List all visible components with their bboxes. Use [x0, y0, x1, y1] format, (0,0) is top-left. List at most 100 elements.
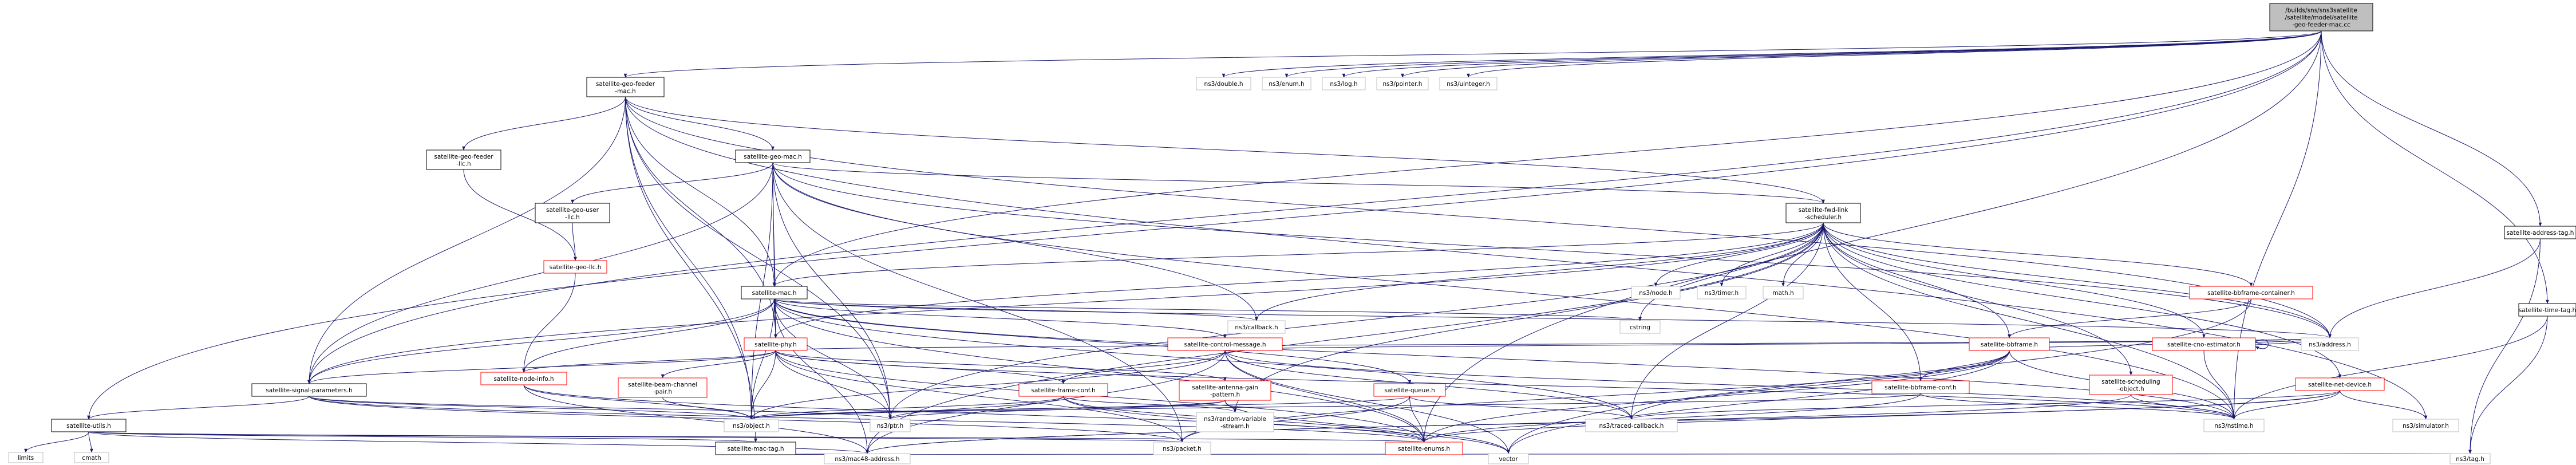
node-antenna_gain[interactable]: satellite-antenna-gain-pattern.h — [1179, 380, 1271, 401]
edge-fwd_link-to-signal_params — [307, 222, 1824, 384]
node-box — [74, 452, 109, 463]
edge-mac_h-to-callback — [774, 298, 1258, 321]
node-node_info[interactable]: satellite-node-info.h — [480, 372, 567, 385]
node-beam_channel[interactable]: satellite-beam-channel-pair.h — [618, 377, 708, 398]
node-queue[interactable]: satellite-queue.h — [1373, 383, 1446, 397]
node-box — [715, 442, 796, 455]
node-root[interactable]: /builds/sns/sns3satellite/satellite/mode… — [2269, 3, 2373, 31]
node-label-line: ns3/timer.h — [1705, 290, 1739, 297]
node-box — [741, 286, 808, 300]
node-utils[interactable]: satellite-utils.h — [51, 419, 127, 432]
node-time_tag[interactable]: satellite-time-tag.h — [2518, 303, 2576, 317]
edge-bbframe_conf-to-object — [750, 393, 1921, 420]
node-label-line: satellite-address-tag.h — [2507, 230, 2574, 237]
node-label-line: satellite-mac-tag.h — [727, 446, 784, 452]
edge-root-to-signal_params — [307, 30, 2322, 384]
node-label-line: -llc.h — [565, 214, 579, 220]
node-box — [618, 377, 708, 398]
edge-mac_h-to-address — [774, 298, 2332, 338]
node-box — [2518, 303, 2576, 317]
edge-mac_h-to-enums — [774, 298, 1426, 443]
node-label-line: satellite-geo-feeder — [434, 153, 493, 160]
edge-geo_feeder_mac_h-to-geo_feeder_llc — [462, 96, 626, 151]
node-signal_params[interactable]: satellite-signal-parameters.h — [251, 383, 367, 397]
node-geo_llc[interactable]: satellite-geo-llc.h — [543, 260, 607, 274]
node-geo_feeder_mac_h[interactable]: satellite-geo-feeder-mac.h — [586, 77, 665, 97]
edge-fwd_link-to-nstime — [1823, 222, 2236, 420]
node-box — [251, 383, 367, 397]
edge-scheduling_obj-to-nstime — [2131, 394, 2236, 420]
node-box — [1785, 203, 1861, 223]
node-label-line: ns3/log.h — [1330, 81, 1357, 88]
edge-frame_conf-to-random_var — [1063, 396, 1237, 413]
edge-bbframe-to-enums — [1422, 350, 2010, 443]
node-label-line: /satellite/model/satellite — [2285, 14, 2358, 21]
node-label-line: ns3/enum.h — [1269, 81, 1304, 88]
edge-root-to-geo_feeder_mac_h — [624, 30, 2322, 78]
node-mac_tag[interactable]: satellite-mac-tag.h — [715, 442, 796, 455]
node-control_msg[interactable]: satellite-control-message.h — [1167, 337, 1283, 351]
node-frame_conf[interactable]: satellite-frame-conf.h — [1018, 383, 1108, 397]
edge-mac_h-to-object — [749, 298, 775, 420]
node-address_tag[interactable]: satellite-address-tag.h — [2504, 226, 2576, 239]
node-double: ns3/double.h — [1196, 77, 1251, 90]
node-label-line: satellite-geo-user — [546, 207, 599, 214]
node-phy[interactable]: satellite-phy.h — [744, 337, 808, 351]
node-box — [1322, 77, 1366, 90]
node-bbframe[interactable]: satellite-bbframe.h — [1969, 337, 2050, 351]
edge-geo_feeder_mac_h-to-geo_mac — [625, 96, 775, 151]
node-mac_h[interactable]: satellite-mac.h — [741, 286, 808, 300]
edge-mac_h-to-cstring — [774, 298, 1642, 321]
edge-geo_mac-to-signal_params — [307, 162, 773, 384]
node-label-line: ns3/random-variable — [1204, 416, 1266, 423]
edge-utils-to-limits — [24, 431, 89, 453]
node-label-line: ns3/object.h — [733, 423, 770, 429]
node-box — [1196, 77, 1251, 90]
node-geo_user_llc[interactable]: satellite-geo-user-llc.h — [535, 203, 610, 223]
edge-bbframe_container-to-bbframe — [2008, 298, 2251, 338]
node-bbframe_container[interactable]: satellite-bbframe-container.h — [2189, 286, 2313, 300]
node-address: ns3/address.h — [2301, 337, 2359, 351]
edge-bbframe-to-vector — [1507, 350, 2010, 454]
node-fwd_link[interactable]: satellite-fwd-link-scheduler.h — [1785, 203, 1861, 223]
node-cno_estimator[interactable]: satellite-cno-estimator.h — [2152, 337, 2256, 351]
node-box — [1619, 320, 1661, 334]
node-timer: ns3/timer.h — [1697, 286, 1747, 300]
edge-fwd_link-to-mac_h — [772, 222, 1824, 287]
node-label-line: satellite-bbframe-container.h — [2207, 290, 2295, 297]
node-label-line: satellite-enums.h — [1398, 446, 1450, 452]
node-label-line: vector — [1499, 456, 1518, 463]
node-mode: ns3/node.h — [1631, 286, 1681, 300]
edge-mac_h-to-mac48 — [774, 298, 869, 454]
node-bbframe_conf[interactable]: satellite-bbframe-conf.h — [1871, 380, 1970, 394]
node-box — [1697, 286, 1747, 300]
node-net_device[interactable]: satellite-net-device.h — [2295, 377, 2385, 391]
node-geo_mac[interactable]: satellite-geo-mac.h — [735, 149, 811, 163]
edge-root-to-enums — [1422, 30, 2322, 443]
node-packet: ns3/packet.h — [1153, 442, 1211, 455]
edge-geo_user_llc-to-geo_llc — [572, 222, 577, 261]
edge-root-to-nstime — [2232, 30, 2322, 420]
edge-queue-to-enums — [1409, 396, 1426, 443]
edge-bbframe-to-traced_cb — [1630, 350, 2010, 420]
node-callback: ns3/callback.h — [1227, 320, 1286, 334]
edge-queue-to-object — [750, 396, 1410, 420]
node-geo_feeder_llc[interactable]: satellite-geo-feeder-llc.h — [426, 149, 501, 170]
node-box — [426, 149, 501, 170]
edge-cno_estimator-to-nstime — [2203, 350, 2236, 420]
node-label-line: satellite-scheduling — [2101, 379, 2160, 385]
edge-root-to-time_tag — [2321, 30, 2549, 304]
node-box — [1153, 442, 1211, 455]
node-label-line: satellite-mac.h — [752, 290, 796, 297]
edge-fwd_link-to-timer — [1720, 222, 1824, 287]
node-enums[interactable]: satellite-enums.h — [1385, 442, 1463, 455]
node-label-line: ns3/pointer.h — [1383, 81, 1423, 88]
node-label-line: satellite-geo-feeder — [596, 81, 655, 88]
node-box — [2189, 286, 2313, 300]
node-label-line: ns3/node.h — [1639, 290, 1673, 297]
node-box — [870, 419, 911, 432]
node-scheduling_obj[interactable]: satellite-scheduling-object.h — [2089, 375, 2173, 395]
edge-root-to-pointer — [1401, 30, 2322, 78]
edge-geo_mac-to-geo_user_llc — [571, 162, 773, 204]
node-simulator: ns3/simulator.h — [2392, 419, 2459, 432]
